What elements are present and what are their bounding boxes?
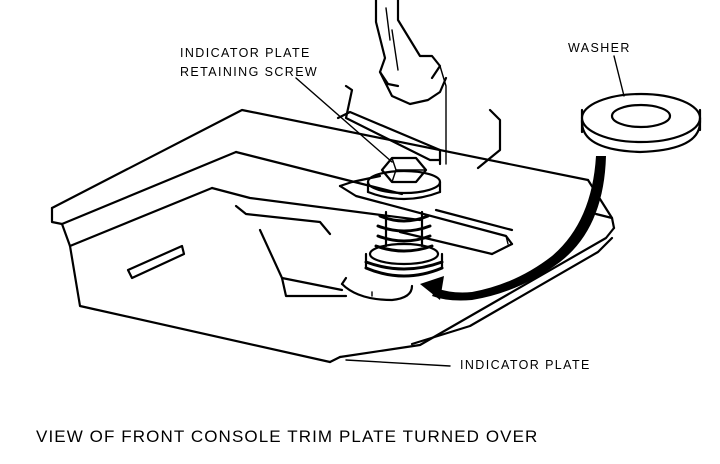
leader-lines [295,55,625,367]
figure-caption: VIEW OF FRONT CONSOLE TRIM PLATE TURNED … [36,427,538,446]
indicator-plate-leader-line [345,359,451,367]
screwdriver-tool [374,0,448,106]
washer-leader-line [613,55,625,97]
trim-plate-body [50,108,616,364]
washer-part [580,92,702,154]
indicator-plate-label: INDICATOR PLATE [460,358,591,372]
screw-label-line1: INDICATOR PLATE [180,46,311,60]
washer-label: WASHER [568,41,631,55]
install-arrow [420,156,606,301]
mounting-bracket [336,65,502,170]
retaining-screw-assembly [340,156,444,302]
indicator-plate [338,174,514,256]
screw-leader-line [295,77,393,163]
screw-label-line2: RETAINING SCREW [180,65,318,79]
